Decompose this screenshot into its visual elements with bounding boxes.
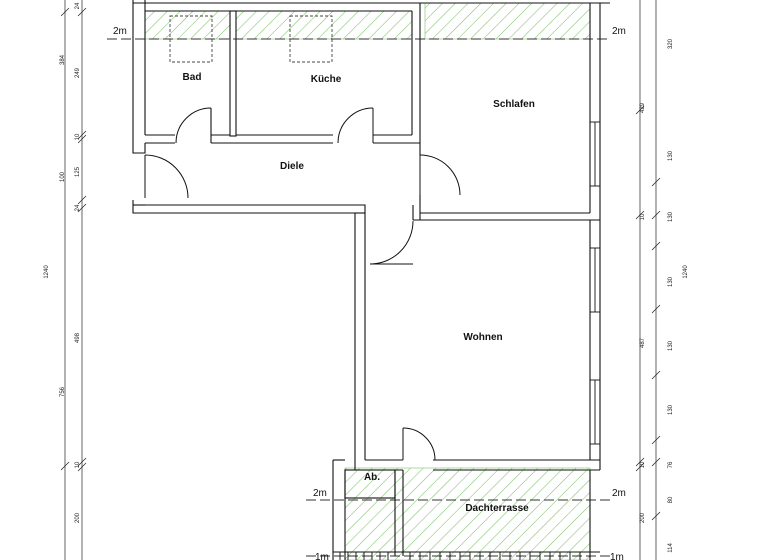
room-label-diele: Diele — [280, 161, 304, 172]
dim-left-756: 756 — [60, 386, 66, 397]
height-marker-right-bottom: 1m — [610, 552, 624, 560]
dim-right-114: 114 — [668, 543, 674, 553]
room-label-bad: Bad — [183, 72, 202, 83]
height-marker-left-terrace: 2m — [313, 488, 327, 499]
dim-right-1240: 1240 — [683, 265, 689, 279]
dim-right-130a: 130 — [668, 150, 674, 161]
terrace-railing — [333, 551, 600, 560]
dimension-labels: 24 384 249 10 100 125 24 1240 498 756 10… — [44, 2, 689, 553]
dim-left-200: 200 — [75, 512, 81, 523]
height-marker-right-top: 2m — [612, 26, 626, 37]
dim-left-498: 498 — [75, 332, 81, 343]
room-label-schlafen: Schlafen — [493, 99, 535, 110]
dim-left-1240: 1240 — [44, 265, 50, 279]
dim-right-130c: 130 — [668, 276, 674, 287]
dim-right-76: 76 — [668, 461, 674, 468]
room-label-dachterrasse: Dachterrasse — [465, 503, 529, 514]
dim-right-130d: 130 — [668, 340, 674, 351]
dim-right-429: 429 — [640, 102, 646, 113]
room-labels: Bad Küche Schlafen Diele Wohnen Ab. Dach… — [183, 72, 535, 514]
dim-right-130b: 130 — [668, 211, 674, 222]
dim-right-80: 80 — [668, 496, 674, 503]
height-marker-left-top: 2m — [113, 26, 127, 37]
dim-left-24-top: 24 — [75, 2, 81, 9]
height-markers: 2m 2m 2m 2m 1m 1m — [113, 26, 626, 560]
dim-left-24: 24 — [75, 204, 81, 211]
dim-right-130e: 130 — [668, 404, 674, 415]
dim-right-487: 487 — [640, 337, 646, 348]
windows — [589, 121, 601, 445]
dim-left-10b: 10 — [75, 461, 81, 468]
height-marker-left-bottom: 1m — [315, 552, 329, 560]
dim-left-125: 125 — [75, 166, 81, 177]
dim-right-320: 320 — [668, 38, 674, 49]
dim-right-200: 200 — [640, 512, 646, 523]
room-label-abstellraum: Ab. — [364, 472, 380, 483]
dim-right-10b: 10 — [640, 461, 646, 468]
dimension-lines — [60, 0, 661, 560]
dim-left-10a: 10 — [75, 133, 81, 140]
height-lines — [107, 38, 612, 557]
skylights — [169, 15, 333, 63]
room-label-wohnen: Wohnen — [463, 332, 502, 343]
height-marker-right-terrace: 2m — [612, 488, 626, 499]
room-label-kueche: Küche — [311, 74, 342, 85]
dim-left-249: 249 — [75, 67, 81, 78]
doors — [144, 107, 461, 461]
dim-right-10a: 10 — [640, 213, 646, 220]
dim-left-384: 384 — [60, 54, 66, 65]
dim-left-100: 100 — [60, 171, 66, 182]
